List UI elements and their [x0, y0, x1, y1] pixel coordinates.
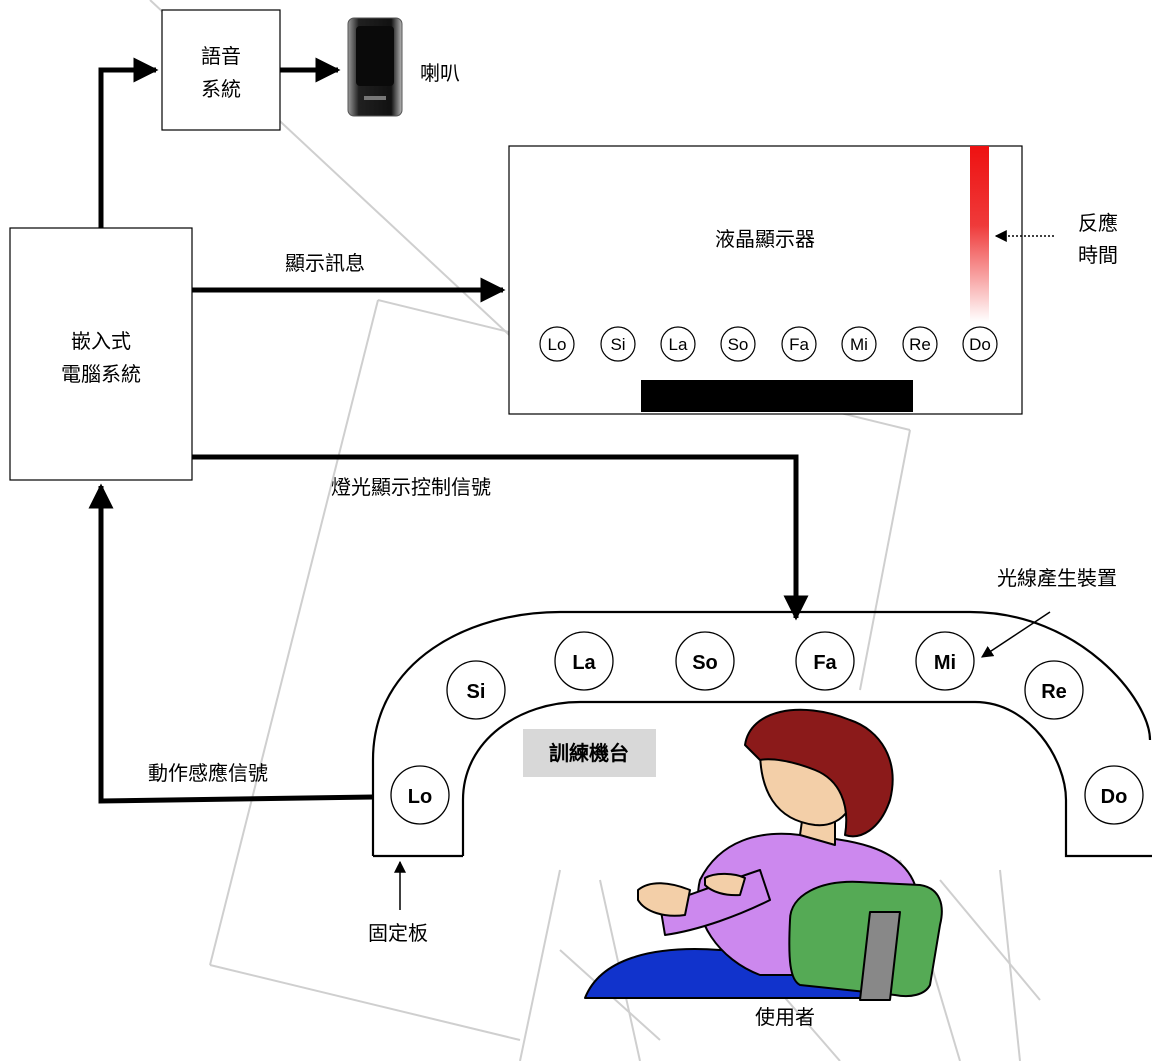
svg-text:Lo: Lo — [548, 335, 567, 354]
voice-system-label-line2: 系統 — [201, 77, 241, 101]
svg-text:Lo: Lo — [408, 786, 432, 808]
voice-system-label-line1: 語音 — [201, 44, 241, 68]
platform-note-lo: Lo — [390, 765, 450, 825]
svg-text:Fa: Fa — [789, 335, 809, 354]
arrow-computer-to-voice — [98, 57, 159, 228]
lcd-display: 液晶顯示器 — [508, 145, 1023, 415]
lcd-label: 液晶顯示器 — [715, 227, 815, 251]
lcd-black-bar — [641, 380, 913, 412]
svg-text:La: La — [572, 652, 596, 674]
svg-text:Si: Si — [467, 681, 486, 703]
motion-sensing-signal-label: 動作感應信號 — [148, 761, 268, 785]
display-message-label: 顯示訊息 — [285, 251, 365, 275]
arrows — [88, 57, 809, 804]
svg-text:Re: Re — [1041, 681, 1067, 703]
embedded-computer-box: 嵌入式 電腦系統 — [9, 227, 193, 481]
svg-text:Si: Si — [610, 335, 625, 354]
embedded-computer-label-line1: 嵌入式 — [71, 329, 131, 353]
platform-note-do: Do — [1084, 765, 1144, 825]
light-control-signal-label: 燈光顯示控制信號 — [331, 475, 491, 499]
training-platform: 訓練機台 — [371, 610, 1152, 858]
svg-text:Mi: Mi — [934, 652, 956, 674]
voice-system-box: 語音 系統 — [161, 9, 281, 131]
training-platform-label-bg — [523, 729, 656, 777]
reaction-time-label-line2: 時間 — [1078, 243, 1118, 267]
light-device-label: 光線產生裝置 — [997, 566, 1117, 590]
training-platform-label: 訓練機台 — [549, 741, 629, 765]
platform-note-so: So — [675, 631, 735, 691]
light-device-arrow — [980, 611, 1051, 658]
arrow-platform-to-computer — [88, 483, 374, 804]
platform-note-fa: Fa — [795, 631, 855, 691]
lcd-note-si: Si — [600, 326, 636, 362]
reaction-time-bar — [970, 146, 989, 322]
svg-text:Mi: Mi — [850, 335, 868, 354]
svg-text:So: So — [728, 335, 749, 354]
lcd-note-la: La — [660, 326, 696, 362]
lcd-note-do: Do — [962, 326, 998, 362]
platform-note-mi: Mi — [915, 631, 975, 691]
arrow-computer-to-platform — [192, 454, 809, 621]
platform-note-si: Si — [446, 660, 506, 720]
fixing-plate-label: 固定板 — [368, 921, 428, 945]
reaction-time-label-line1: 反應 — [1078, 211, 1118, 235]
svg-text:Do: Do — [1101, 786, 1128, 808]
speaker-label: 喇叭 — [420, 61, 460, 85]
platform-note-row: Lo Si La So Fa Mi Re Do — [390, 631, 1144, 825]
lcd-note-re: Re — [902, 326, 938, 362]
speaker-icon — [347, 17, 403, 117]
platform-note-re: Re — [1024, 660, 1084, 720]
embedded-computer-label-line2: 電腦系統 — [61, 362, 141, 386]
svg-text:So: So — [692, 652, 718, 674]
svg-text:Re: Re — [909, 335, 931, 354]
platform-note-la: La — [554, 631, 614, 691]
user-illustration — [584, 708, 943, 1001]
lcd-note-so: So — [720, 326, 756, 362]
lcd-note-mi: Mi — [841, 326, 877, 362]
lcd-note-fa: Fa — [781, 326, 817, 362]
svg-text:Do: Do — [969, 335, 991, 354]
svg-text:Fa: Fa — [813, 652, 837, 674]
svg-text:La: La — [669, 335, 688, 354]
lcd-note-row: Lo Si La So Fa Mi Re Do — [539, 326, 998, 362]
lcd-note-lo: Lo — [539, 326, 575, 362]
user-label: 使用者 — [755, 1005, 815, 1029]
